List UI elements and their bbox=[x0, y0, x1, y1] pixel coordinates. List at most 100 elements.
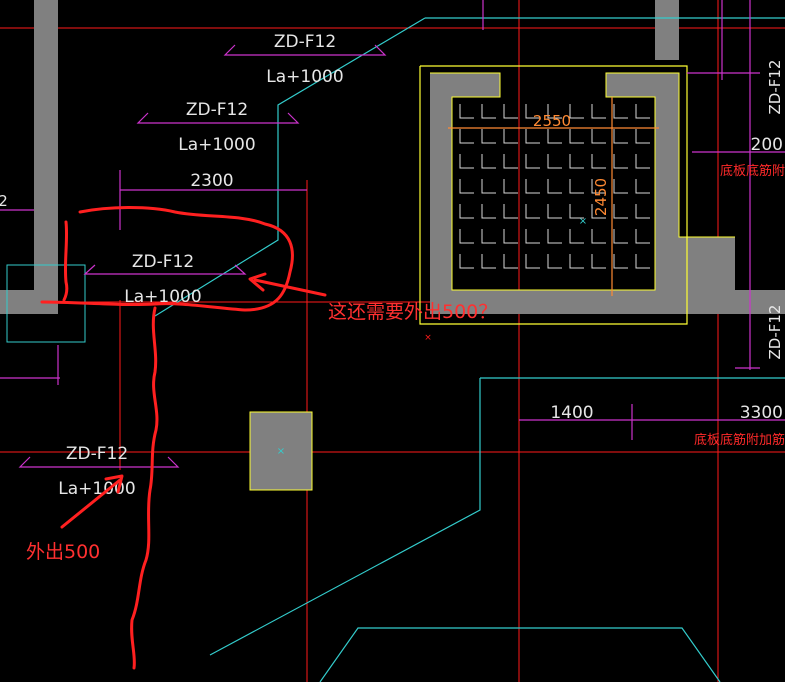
rebar-grid-cell bbox=[591, 204, 606, 219]
rebar-grid-cell bbox=[459, 104, 474, 119]
left-wall bbox=[0, 0, 58, 314]
markup-outline-loop bbox=[40, 206, 294, 312]
label-la-mid: La+1000 bbox=[178, 135, 255, 155]
rebar-grid-cell bbox=[635, 179, 650, 194]
pit-center-mark: × bbox=[579, 216, 587, 227]
rebar-grid-cell bbox=[547, 229, 562, 244]
rebar-grid-cell bbox=[547, 204, 562, 219]
rebar-grid-cell bbox=[503, 104, 518, 119]
left-wall-vertical bbox=[34, 0, 58, 296]
rebar-grid-cell bbox=[635, 129, 650, 144]
pit-dimensions bbox=[448, 97, 659, 296]
rebar-grid-cell bbox=[481, 179, 496, 194]
rebar-grid-cell bbox=[613, 204, 628, 219]
label-dim-3300: 3300 bbox=[740, 403, 783, 423]
rebar-grid-cell bbox=[613, 104, 628, 119]
rebar-grid-cell bbox=[525, 229, 540, 244]
rebar-grid-cell bbox=[481, 229, 496, 244]
label-right-cn-top: 底板底筋附 bbox=[720, 163, 785, 179]
label-la-top: La+1000 bbox=[266, 67, 343, 87]
rebar-grid-cell bbox=[547, 154, 562, 169]
label-dim-2550: 2550 bbox=[533, 112, 571, 130]
rebar-grid-cell bbox=[569, 154, 584, 169]
rebar-grid-cell bbox=[459, 129, 474, 144]
pit-inner-outline bbox=[430, 72, 735, 291]
rebar-grid-cell bbox=[459, 229, 474, 244]
rebar-grid-cell bbox=[547, 104, 562, 119]
label-right-zd-bottom: ZD-F12 bbox=[766, 305, 784, 360]
rebar-grid-cell bbox=[547, 179, 562, 194]
rebar-grid-cell bbox=[635, 104, 650, 119]
markup-arrowhead-question bbox=[248, 272, 267, 292]
right-wall-stub bbox=[735, 290, 785, 314]
rebar-grid-cell bbox=[481, 204, 496, 219]
rebar-line-left bbox=[83, 264, 247, 275]
label-dim-2-left: 2 bbox=[0, 192, 8, 210]
label-zd-bottom: ZD-F12 bbox=[66, 444, 128, 464]
red-cross-mark: × bbox=[424, 333, 432, 343]
rebar-grid-cell bbox=[569, 179, 584, 194]
pit-outer-outline bbox=[419, 65, 688, 325]
rebar-grid-cell bbox=[613, 179, 628, 194]
label-zd-left: ZD-F12 bbox=[132, 252, 194, 272]
rebar-line-bottom bbox=[18, 456, 180, 468]
rebar-grid-cell bbox=[547, 254, 562, 269]
label-dim-1400: 1400 bbox=[550, 403, 593, 423]
markup-arrowhead-statement bbox=[104, 474, 124, 494]
rebar-grid-cell bbox=[503, 179, 518, 194]
rebar-line-top bbox=[223, 44, 387, 56]
drawing-labels: ZD-F12 La+1000 ZD-F12 La+1000 2300 2 ZD-… bbox=[0, 32, 785, 499]
label-right-zd-top: ZD-F12 bbox=[766, 60, 784, 115]
top-wall-stub bbox=[655, 0, 679, 60]
rebar-grid-cell bbox=[569, 254, 584, 269]
rebar-grid-cell bbox=[525, 104, 540, 119]
rebar-grid-cell bbox=[591, 229, 606, 244]
markup-left-stroke bbox=[62, 220, 69, 302]
rebar-grid-cell bbox=[525, 254, 540, 269]
label-la-left: La+1000 bbox=[124, 287, 201, 307]
rebar-grid-cell bbox=[613, 129, 628, 144]
cyan-outline bbox=[154, 17, 785, 682]
pit-wall-fill bbox=[430, 73, 735, 314]
rebar-grid-cell bbox=[591, 104, 606, 119]
rebar-grid-cell bbox=[481, 254, 496, 269]
markup-arrow-question bbox=[253, 278, 327, 297]
rebar-grid-cell bbox=[613, 254, 628, 269]
pit bbox=[419, 65, 735, 325]
rebar-grid-cell bbox=[569, 204, 584, 219]
rebar-grid-cell bbox=[525, 154, 540, 169]
rebar-grid-cell bbox=[503, 154, 518, 169]
rebar-grid-cell bbox=[613, 229, 628, 244]
annotation-question: 这还需要外出500？ bbox=[328, 301, 497, 323]
rebar-grid-cell bbox=[503, 129, 518, 144]
label-la-bottom: La+1000 bbox=[58, 479, 135, 499]
markup-arrow-statement bbox=[60, 478, 122, 529]
label-zd-mid: ZD-F12 bbox=[186, 100, 248, 120]
rebar-line-mid bbox=[136, 112, 300, 124]
rebar-grid-cell bbox=[613, 154, 628, 169]
markup-annotations bbox=[40, 206, 327, 670]
rebar-grid-cell bbox=[459, 254, 474, 269]
rebar-grid-cell bbox=[525, 129, 540, 144]
label-right-200: 200 bbox=[751, 135, 783, 155]
rebar-grid-cell bbox=[591, 179, 606, 194]
rebar-grid-cell bbox=[481, 154, 496, 169]
label-right-cn-bottom: 底板底筋附加筋 bbox=[694, 432, 785, 448]
rebar-markers bbox=[0, 0, 785, 468]
rebar-grid-cell bbox=[569, 104, 584, 119]
rebar-grid-cell bbox=[503, 204, 518, 219]
rebar-grid-cell bbox=[635, 229, 650, 244]
rebar-grid-cell bbox=[547, 129, 562, 144]
rebar-grid-cell bbox=[635, 154, 650, 169]
rebar-grid-cell bbox=[525, 179, 540, 194]
rebar-grid-cell bbox=[459, 154, 474, 169]
rebar-grid-cell bbox=[525, 204, 540, 219]
annotation-statement: 外出500 bbox=[26, 541, 100, 563]
rebar-grid-cell bbox=[569, 229, 584, 244]
small-column bbox=[249, 411, 313, 491]
label-dim-2450: 2450 bbox=[592, 178, 610, 216]
rebar-grid-cell bbox=[635, 204, 650, 219]
rebar-grid-cell bbox=[459, 179, 474, 194]
rebar-grid-cell bbox=[481, 104, 496, 119]
